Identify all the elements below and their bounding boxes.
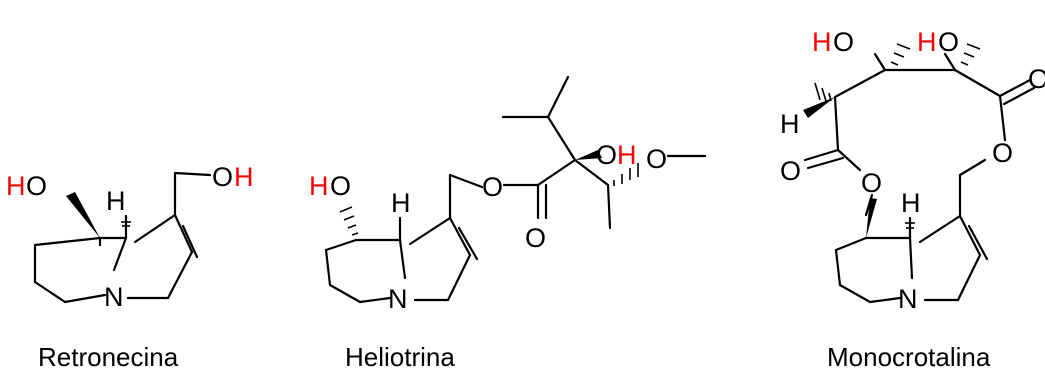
retronecina-bonds (33, 171, 212, 304)
heliotrina-oh-h: H (617, 140, 637, 170)
heliotrina-ho-h: H (309, 171, 329, 201)
heliotrina-ome-o: O (646, 144, 667, 174)
monocrotalina-wedge-ch (803, 97, 835, 118)
monocrotalina-ho1-h: H (812, 27, 832, 57)
monocrotalina-ring-o-left: O (861, 168, 882, 198)
heliotrina-oh-o: O (596, 140, 617, 170)
monocrotalina-carbonyl-o-right: O (1028, 64, 1045, 94)
monocrotalina-ring-o-right: O (992, 138, 1013, 168)
heliotrina-ho-o: O (330, 171, 351, 201)
monocrotalina-carbonyl-o-left: O (780, 156, 801, 186)
monocrotalina-n: N (898, 284, 918, 314)
caption-monocrotalina: Monocrotalina (827, 342, 991, 372)
retronecina-wedge-bond (66, 192, 100, 238)
molecule-retronecina: H O H N O H (6, 162, 254, 312)
retronecina-n: N (104, 282, 124, 312)
monocrotalina-ch-h: H (780, 109, 800, 139)
monocrotalina-hash-bridge (905, 222, 915, 229)
retronecina-hash-bond (121, 221, 131, 227)
heliotrina-hash-ome (613, 163, 639, 186)
retronecina-ho-o: O (26, 171, 47, 201)
monocrotalina-ho1-o: O (833, 27, 854, 57)
monocrotalina-hash-methyl-2 (890, 43, 911, 66)
heliotrina-ester-o: O (482, 172, 503, 202)
monocrotalina-hash-methyl-3 (960, 43, 981, 66)
retronecina-bridge-h: H (106, 186, 126, 216)
monocrotalina-bridge-h: H (901, 188, 921, 218)
retronecina-oh-o: O (212, 162, 233, 192)
retronecina-oh-h: H (234, 162, 254, 192)
monocrotalina-hash-methyl-1 (814, 82, 832, 102)
monocrotalina-ho2-h: H (917, 27, 937, 57)
heliotrina-bridge-h: H (391, 188, 411, 218)
monocrotalina-bonds (803, 52, 1036, 304)
heliotrina-wedge-oh (575, 150, 602, 160)
heliotrina-hash-ho (339, 206, 359, 236)
molecule-monocrotalina: H O H O O O H O O H N (780, 27, 1045, 314)
heliotrina-carbonyl-o: O (525, 223, 546, 253)
monocrotalina-ho2-o: O (938, 27, 959, 57)
molecule-heliotrina: H O H N O O O H O (309, 75, 707, 314)
heliotrina-bonds (324, 75, 707, 304)
heliotrina-n: N (388, 284, 408, 314)
monocrotalina-wedge-ring-o (866, 198, 877, 238)
caption-heliotrina: Heliotrina (345, 342, 455, 372)
caption-retronecina: Retronecina (38, 342, 179, 372)
retronecina-ho-h: H (6, 171, 26, 201)
